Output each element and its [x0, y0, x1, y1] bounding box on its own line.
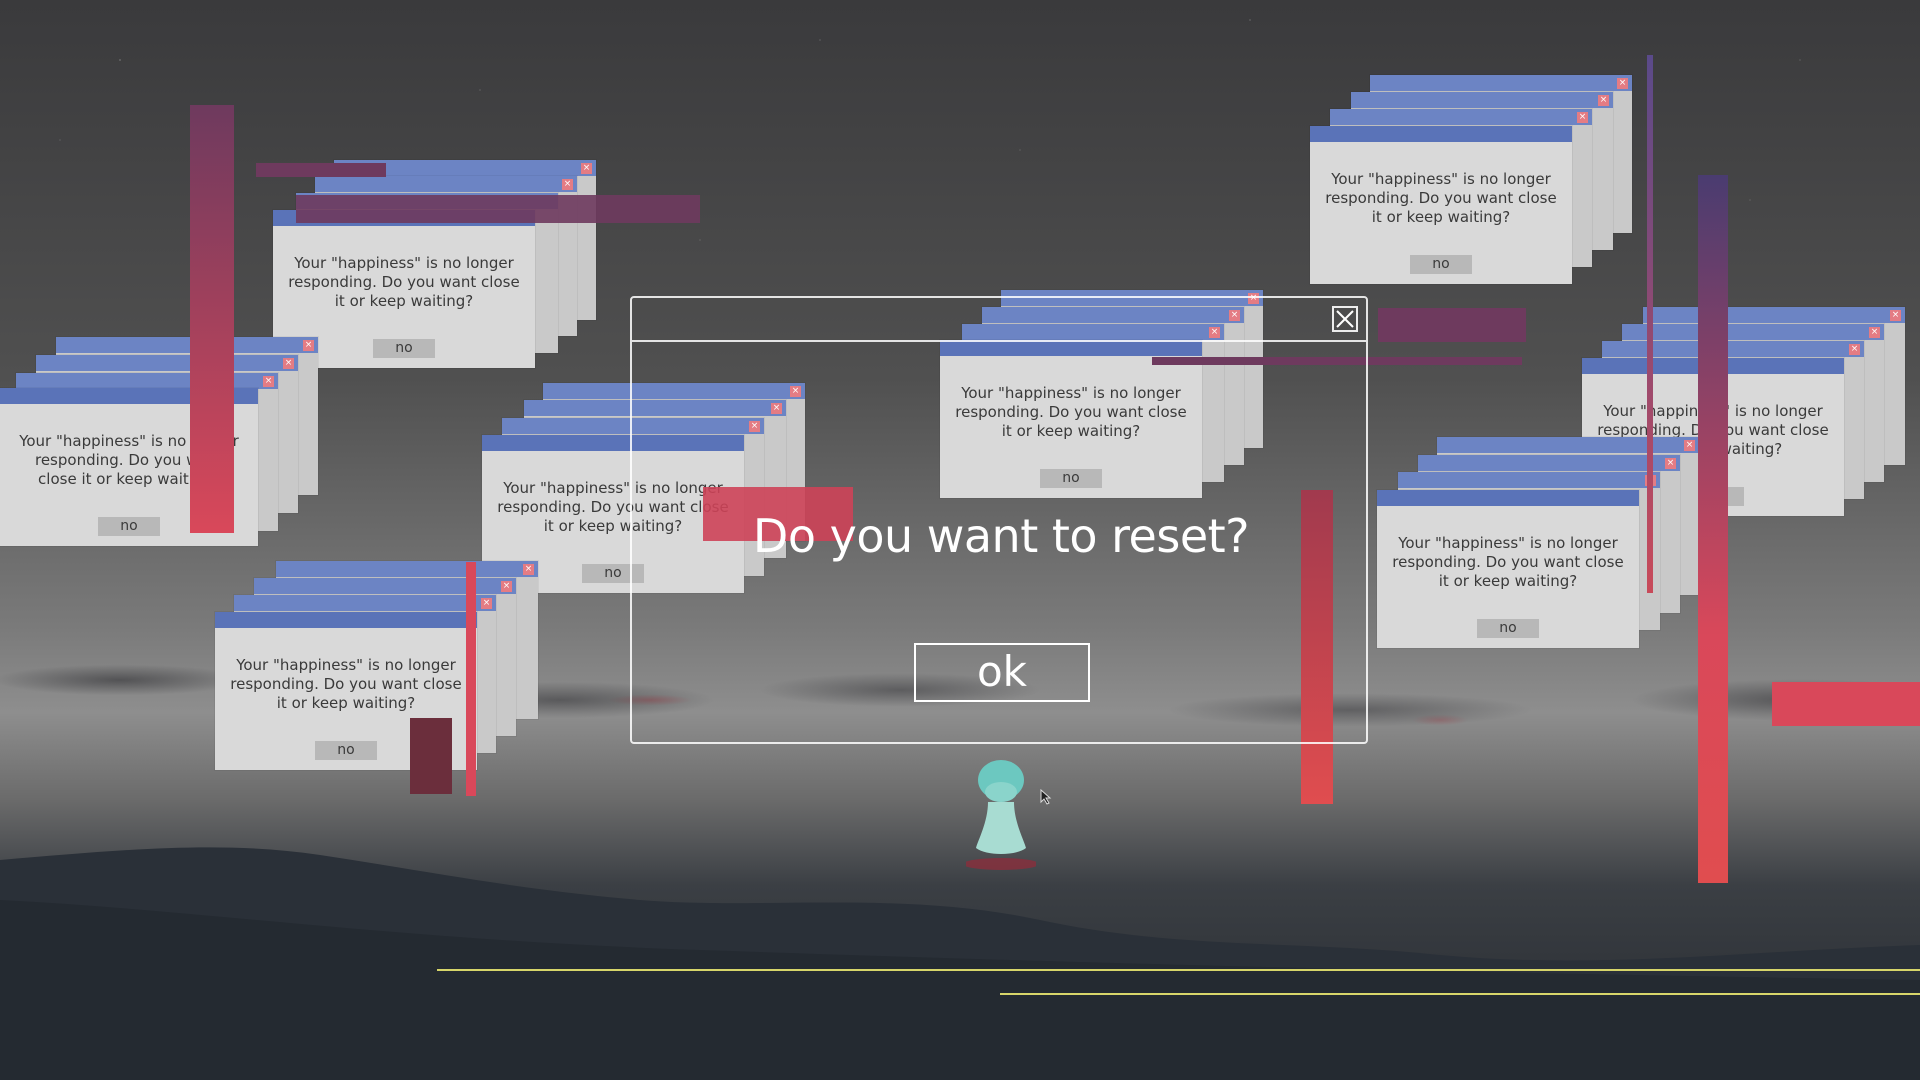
- window-titlebar: [543, 383, 805, 399]
- window-titlebar: [1437, 437, 1699, 453]
- glitch-bar: [703, 487, 853, 541]
- glitch-bar: [466, 562, 476, 796]
- window-titlebar: [315, 176, 577, 192]
- glitch-bar: [1301, 490, 1333, 804]
- glitch-bar: [296, 195, 700, 223]
- happiness-dialog: Your "happiness" is no longer responding…: [940, 340, 1202, 498]
- close-icon[interactable]: ×: [1229, 310, 1240, 321]
- window-titlebar: [1370, 75, 1632, 91]
- window-titlebar: [36, 355, 298, 371]
- dialog-message: Your "happiness" is no longer responding…: [497, 479, 729, 535]
- glitch-bar: [190, 105, 234, 533]
- accent-line: [1000, 993, 1920, 995]
- close-icon[interactable]: ×: [1617, 78, 1628, 89]
- window-titlebar: [1351, 92, 1613, 108]
- glitch-bar: [1698, 175, 1728, 883]
- no-button[interactable]: no: [373, 339, 435, 358]
- dialog-message: Your "happiness" is no longer responding…: [1392, 534, 1624, 590]
- happiness-dialog: Your "happiness" is no longer responding…: [215, 612, 477, 770]
- window-titlebar: [962, 324, 1224, 340]
- window-titlebar: [16, 373, 278, 389]
- window-titlebar: [1643, 307, 1905, 323]
- dialog-message: Your "happiness" is no longer responding…: [19, 432, 239, 488]
- close-icon[interactable]: ×: [790, 386, 801, 397]
- close-icon[interactable]: ×: [1849, 344, 1860, 355]
- close-icon[interactable]: ×: [481, 598, 492, 609]
- window-titlebar: [524, 400, 786, 416]
- close-icon[interactable]: ×: [581, 163, 592, 174]
- close-icon[interactable]: ×: [1665, 458, 1676, 469]
- window-titlebar: [940, 340, 1202, 356]
- close-icon[interactable]: ×: [283, 358, 294, 369]
- window-titlebar: [1418, 455, 1680, 471]
- cursor-icon: [1040, 789, 1052, 805]
- close-icon[interactable]: ×: [303, 340, 314, 351]
- close-icon[interactable]: ×: [562, 179, 573, 190]
- window-titlebar: [1602, 341, 1864, 357]
- dialog-message: Your "happiness" is no longer responding…: [230, 656, 462, 712]
- window-titlebar: [1622, 324, 1884, 340]
- close-icon[interactable]: ×: [771, 403, 782, 414]
- close-icon[interactable]: ×: [1890, 310, 1901, 321]
- glitch-bar: [1772, 682, 1920, 726]
- close-icon[interactable]: ×: [263, 376, 274, 387]
- window-titlebar: [1330, 109, 1592, 125]
- close-icon[interactable]: [1332, 306, 1358, 332]
- window-titlebar: [56, 337, 318, 353]
- glitch-bar: [1378, 308, 1526, 342]
- window-titlebar: [1310, 126, 1572, 142]
- no-button[interactable]: no: [1040, 469, 1102, 488]
- reset-dialog: Do you want to reset?: [630, 296, 1368, 744]
- no-button[interactable]: no: [315, 741, 377, 760]
- close-icon[interactable]: ×: [1684, 440, 1695, 451]
- reset-question: Do you want to reset?: [752, 509, 1250, 563]
- hills: [0, 847, 1920, 1080]
- window-titlebar: [334, 160, 596, 176]
- window-titlebar: [482, 435, 744, 451]
- glitch-bar: [1647, 55, 1653, 593]
- close-icon[interactable]: ×: [1869, 327, 1880, 338]
- close-icon[interactable]: ×: [501, 581, 512, 592]
- close-icon[interactable]: ×: [1598, 95, 1609, 106]
- window-titlebar: [1398, 472, 1660, 488]
- glitch-bar: [410, 718, 452, 794]
- window-titlebar: [234, 595, 496, 611]
- window-titlebar: [1001, 290, 1263, 306]
- window-titlebar: [982, 307, 1244, 323]
- no-button[interactable]: no: [582, 564, 644, 583]
- accent-line: [437, 969, 1920, 971]
- glitch-bar: [1152, 357, 1522, 365]
- window-titlebar: [276, 561, 538, 577]
- window-titlebar: [1377, 490, 1639, 506]
- close-icon[interactable]: ×: [1248, 293, 1259, 304]
- window-titlebar: [502, 418, 764, 434]
- dialog-message: Your "happiness" is no longer responding…: [288, 254, 520, 310]
- no-button[interactable]: no: [98, 517, 160, 536]
- close-icon[interactable]: ×: [523, 564, 534, 575]
- no-button[interactable]: no: [1410, 255, 1472, 274]
- dialog-message: Your "happiness" is no longer responding…: [955, 384, 1187, 440]
- glitch-bar: [256, 163, 386, 177]
- happiness-dialog: Your "happiness" is no longer responding…: [1377, 490, 1639, 648]
- reset-dialog-divider: [632, 340, 1366, 342]
- character-sprite[interactable]: [966, 752, 1036, 870]
- no-button[interactable]: no: [1477, 619, 1539, 638]
- close-icon[interactable]: ×: [1209, 327, 1220, 338]
- window-titlebar: [215, 612, 477, 628]
- window-titlebar: [254, 578, 516, 594]
- close-icon[interactable]: ×: [749, 421, 760, 432]
- dialog-message: Your "happiness" is no longer responding…: [1325, 170, 1557, 226]
- close-icon[interactable]: ×: [1577, 112, 1588, 123]
- happiness-dialog: Your "happiness" is no longer responding…: [1310, 126, 1572, 284]
- ok-button[interactable]: ok: [914, 643, 1090, 702]
